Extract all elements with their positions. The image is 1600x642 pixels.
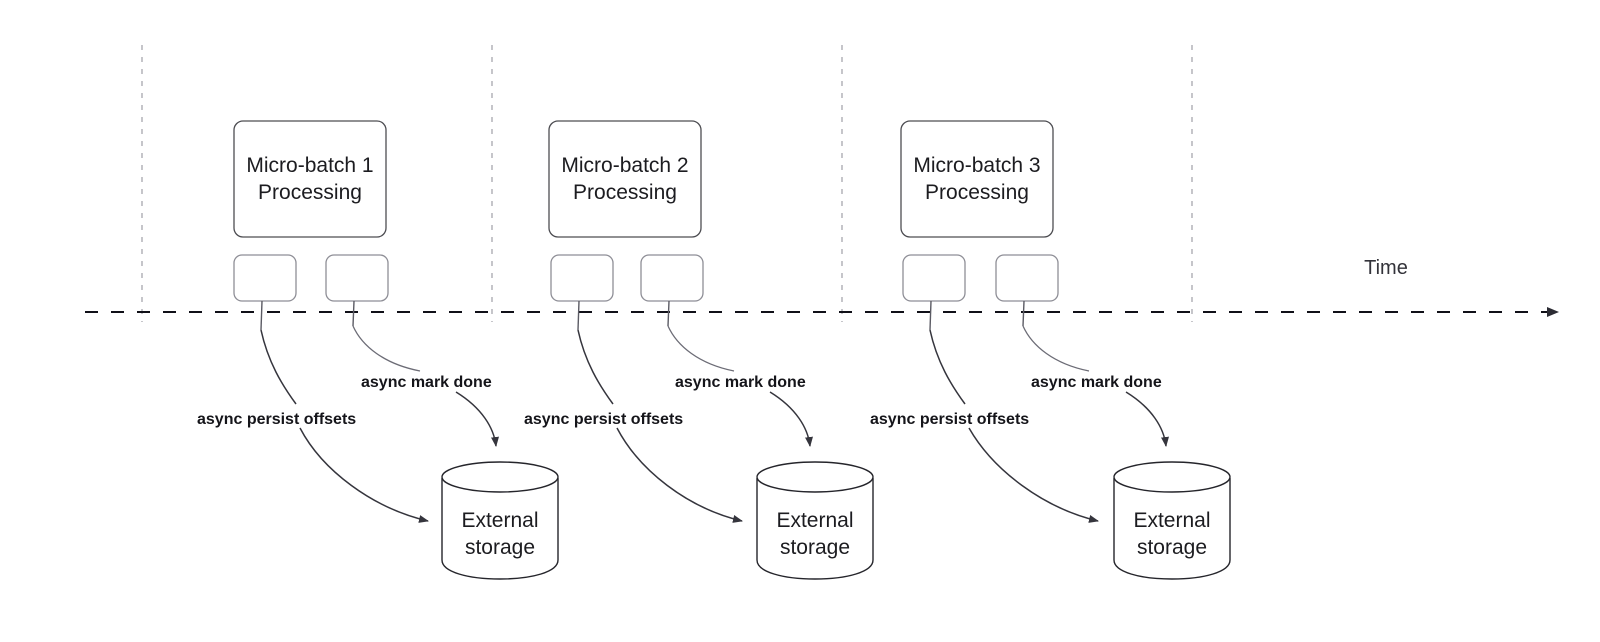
async-persist-curve-3-upper bbox=[929, 329, 966, 405]
external-storage-3-line1: External bbox=[1133, 509, 1210, 532]
micro-batch-node-1-box[interactable] bbox=[233, 120, 387, 238]
micro-batch-node-1-line2: Processing bbox=[258, 181, 362, 204]
async-mark-done-label-3: async mark done bbox=[1031, 374, 1162, 391]
async-persist-label-3: async persist offsets bbox=[870, 411, 1029, 428]
async-mark-done-label-2: async mark done bbox=[675, 374, 806, 391]
external-storage-2-line2: storage bbox=[780, 536, 850, 559]
async-persist-curve-2-upper bbox=[577, 329, 614, 405]
async-mark-done-curve-1-upper bbox=[352, 325, 421, 372]
micro-batch-node-3[interactable]: Micro-batch 3 Processing bbox=[900, 120, 1054, 238]
async-persist-curve-2-lower bbox=[616, 427, 743, 523]
external-storage-1[interactable]: External storage bbox=[441, 461, 559, 580]
async-persist-curve-1-upper bbox=[260, 329, 297, 405]
async-mark-done-curve-3-lower bbox=[1125, 391, 1169, 447]
micro-batch-node-2-box[interactable] bbox=[548, 120, 702, 238]
micro-batch-group-1: Micro-batch 1 Processing async persist o… bbox=[197, 120, 559, 580]
async-persist-task-box-2[interactable] bbox=[550, 254, 614, 302]
async-mark-done-task-box-1[interactable] bbox=[325, 254, 389, 302]
async-persist-curve-3-lower bbox=[968, 427, 1099, 523]
micro-batch-group-2: Micro-batch 2 Processing async persist o… bbox=[524, 120, 874, 580]
async-mark-done-task-box-2[interactable] bbox=[640, 254, 704, 302]
micro-batch-node-1[interactable]: Micro-batch 1 Processing bbox=[233, 120, 387, 238]
external-storage-1-line1: External bbox=[461, 509, 538, 532]
external-storage-1-line2: storage bbox=[465, 536, 535, 559]
micro-batch-node-3-line2: Processing bbox=[925, 181, 1029, 204]
timeline-ticks bbox=[141, 45, 1193, 322]
async-persist-label-2: async persist offsets bbox=[524, 411, 683, 428]
async-mark-done-curve-1-lower bbox=[455, 391, 499, 447]
micro-batch-node-2[interactable]: Micro-batch 2 Processing bbox=[548, 120, 702, 238]
async-persist-stem-3 bbox=[929, 300, 932, 331]
micro-batch-group-3: Micro-batch 3 Processing async persist o… bbox=[870, 120, 1231, 580]
async-persist-label-1: async persist offsets bbox=[197, 411, 356, 428]
external-storage-3[interactable]: External storage bbox=[1113, 461, 1231, 580]
external-storage-2[interactable]: External storage bbox=[756, 461, 874, 580]
async-mark-done-stem-3 bbox=[1022, 300, 1025, 327]
external-storage-2-line1: External bbox=[776, 509, 853, 532]
time-axis-label: Time bbox=[1364, 257, 1408, 279]
external-storage-3-top bbox=[1113, 461, 1231, 493]
async-mark-done-task-box-3[interactable] bbox=[995, 254, 1059, 302]
micro-batch-node-2-line1: Micro-batch 2 bbox=[561, 154, 688, 177]
external-storage-1-body[interactable] bbox=[441, 478, 559, 580]
external-storage-2-top bbox=[756, 461, 874, 493]
async-persist-stem-1 bbox=[260, 300, 263, 331]
async-mark-done-curve-2-upper bbox=[667, 325, 735, 372]
external-storage-3-body[interactable] bbox=[1113, 478, 1231, 580]
async-mark-done-label-1: async mark done bbox=[361, 374, 492, 391]
external-storage-3-line2: storage bbox=[1137, 536, 1207, 559]
async-persist-task-box-3[interactable] bbox=[902, 254, 966, 302]
async-persist-task-box-1[interactable] bbox=[233, 254, 297, 302]
external-storage-1-top bbox=[441, 461, 559, 493]
micro-batch-node-1-line1: Micro-batch 1 bbox=[246, 154, 373, 177]
micro-batch-node-3-line1: Micro-batch 3 bbox=[913, 154, 1040, 177]
micro-batch-node-3-box[interactable] bbox=[900, 120, 1054, 238]
external-storage-2-body[interactable] bbox=[756, 478, 874, 580]
async-mark-done-stem-1 bbox=[352, 300, 355, 327]
async-mark-done-stem-2 bbox=[667, 300, 670, 327]
async-persist-stem-2 bbox=[577, 300, 580, 331]
micro-batch-node-2-line2: Processing bbox=[573, 181, 677, 204]
async-persist-curve-1-lower bbox=[299, 427, 429, 523]
time-axis: Time bbox=[85, 257, 1559, 317]
async-mark-done-curve-2-lower bbox=[769, 391, 813, 447]
async-mark-done-curve-3-upper bbox=[1022, 325, 1090, 372]
